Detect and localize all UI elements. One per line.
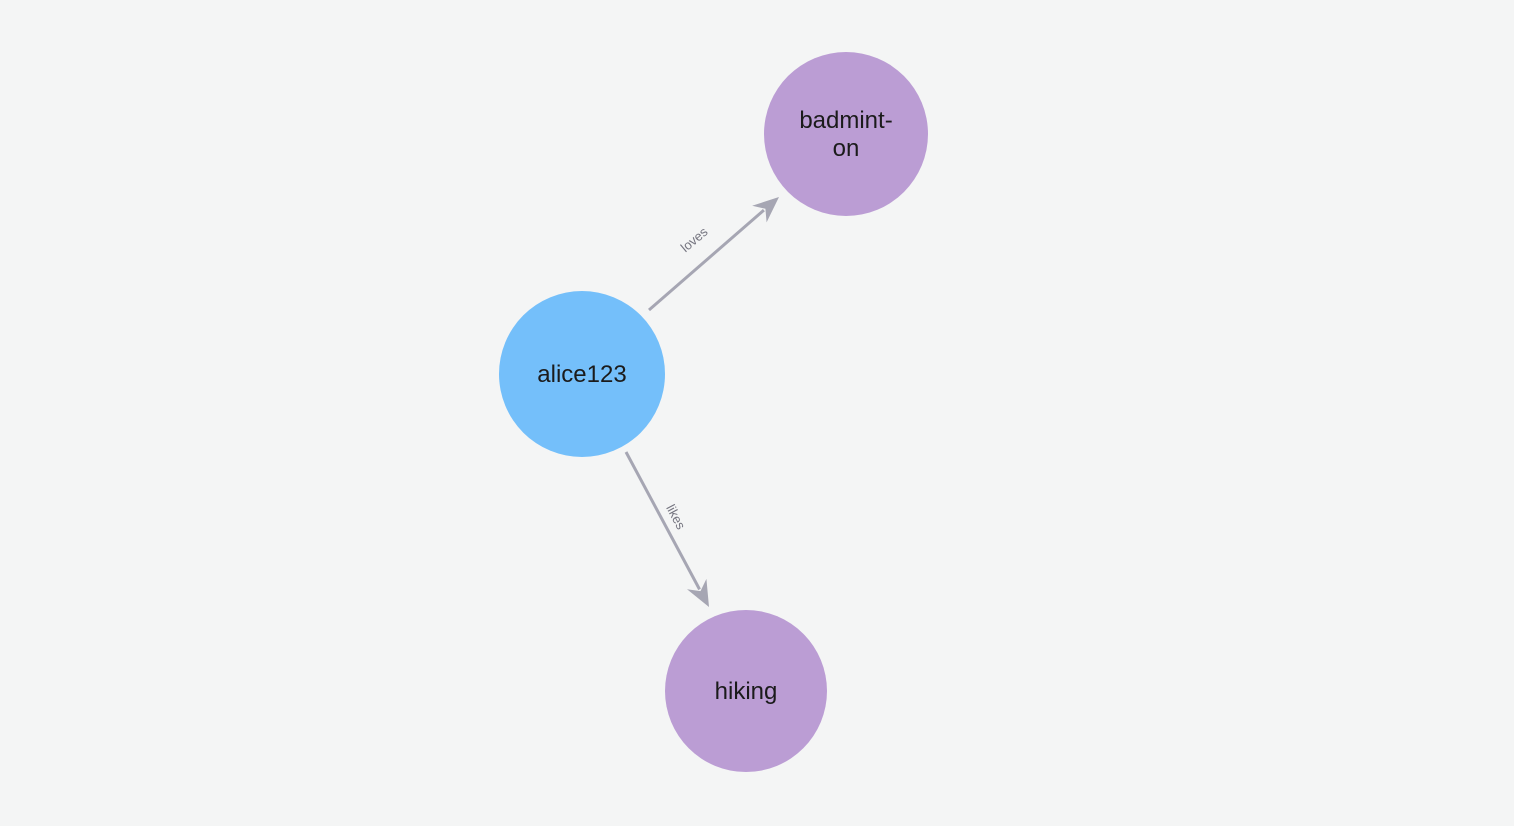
edge-line[interactable] <box>624 451 701 591</box>
node-circle[interactable] <box>764 52 928 216</box>
node-circle[interactable] <box>665 610 827 772</box>
graph-node-hiking[interactable]: hiking <box>665 610 827 772</box>
graph-edge[interactable]: likes <box>624 451 709 607</box>
node-circle[interactable] <box>499 291 665 457</box>
graph-node-alice123[interactable]: alice123 <box>499 291 665 457</box>
edge-arrowhead-icon <box>687 578 709 607</box>
graph-edge[interactable]: loves <box>648 197 779 312</box>
graph-node-badminton[interactable]: badmint-on <box>764 52 928 216</box>
edge-line[interactable] <box>648 208 765 312</box>
edge-label: loves <box>678 224 711 255</box>
edge-arrowhead-icon <box>752 197 779 223</box>
nodes-group: alice123 badmint-on hiking <box>499 52 928 772</box>
